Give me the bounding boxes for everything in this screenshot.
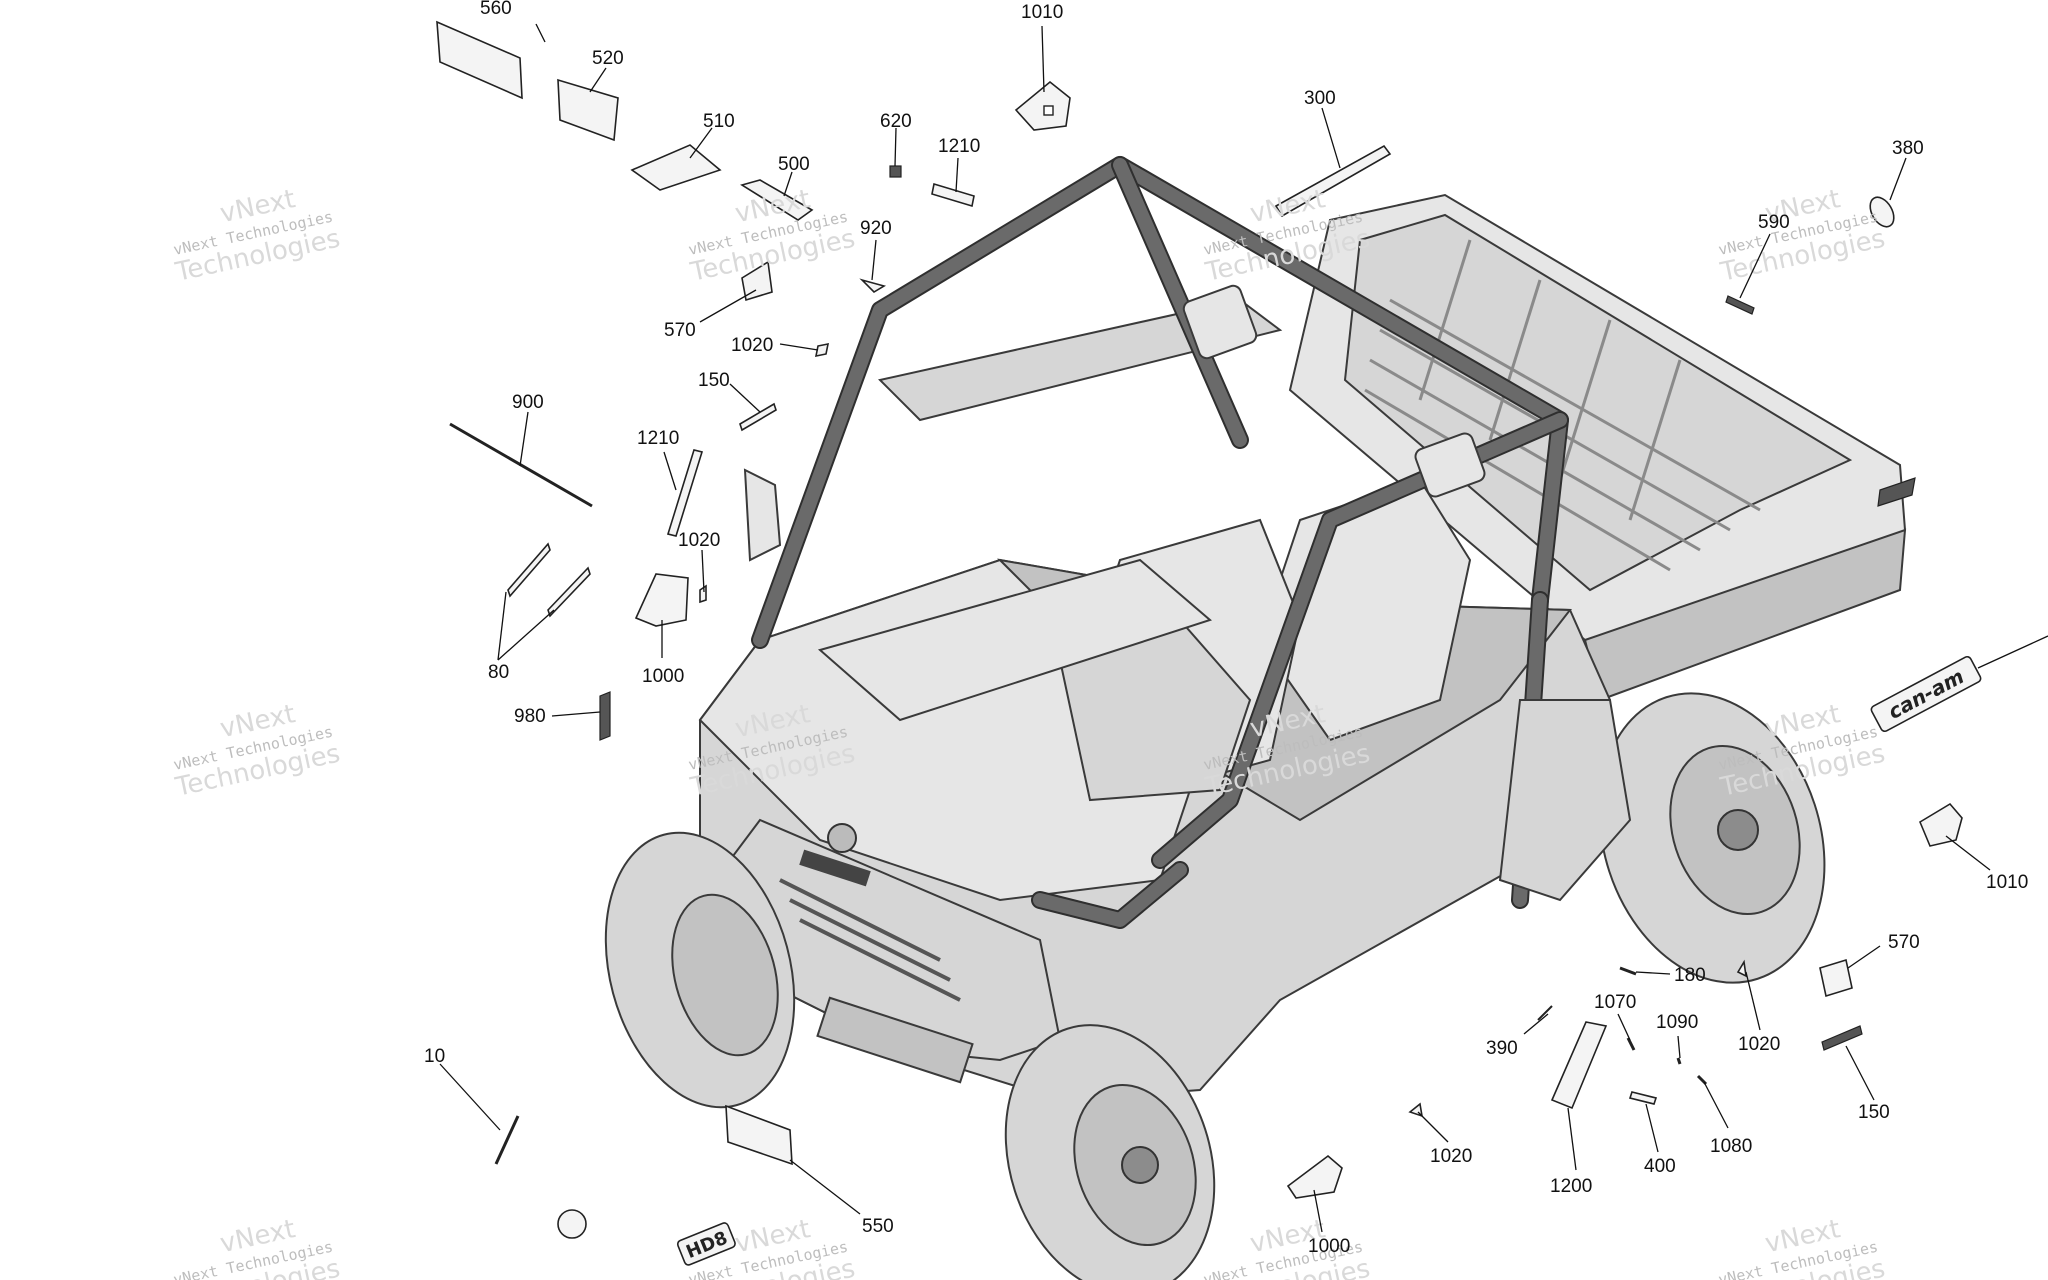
- decal-1020-left: [699, 584, 707, 604]
- callout-400: 400: [1644, 1156, 1676, 1177]
- callout-1200: 1200: [1550, 1176, 1592, 1197]
- callout-500: 500: [778, 154, 810, 175]
- decal-1200: [1550, 1021, 1608, 1110]
- callout-520: 520: [592, 48, 624, 69]
- callout-1070: 1070: [1594, 992, 1636, 1013]
- decal-1090: [1676, 1057, 1682, 1065]
- callout-10: 10: [424, 1046, 445, 1067]
- callout-1020: 1020: [1738, 1034, 1780, 1055]
- callout-590: 590: [1758, 212, 1790, 233]
- decal-900: [449, 422, 593, 508]
- callout-1020: 1020: [678, 530, 720, 551]
- decal-180: [1619, 966, 1637, 976]
- decal-80-b: [547, 566, 591, 618]
- callout-510: 510: [703, 111, 735, 132]
- decal-920: [859, 278, 887, 294]
- decal-550: [725, 1104, 793, 1166]
- decal-400: [1628, 1091, 1658, 1105]
- callout-1090: 1090: [1656, 1012, 1698, 1033]
- callout-1000: 1000: [1308, 1236, 1350, 1257]
- can-am-logo-decal: can-am: [1870, 655, 1982, 733]
- callout-1210: 1210: [637, 428, 679, 449]
- leader-lines: [439, 23, 2048, 1233]
- round-emblem-decal: [557, 1209, 587, 1239]
- decal-500: [740, 179, 814, 221]
- callout-1020: 1020: [1430, 1146, 1472, 1167]
- decal-300: [1274, 144, 1392, 218]
- callout-180: 180: [1674, 965, 1706, 986]
- callout-560: 560: [480, 0, 512, 19]
- decal-150-top: [739, 402, 777, 432]
- callout-1080: 1080: [1710, 1136, 1752, 1157]
- decal-150-right: [1821, 1025, 1863, 1051]
- callout-550: 550: [862, 1216, 894, 1237]
- callout-1010: 1010: [1986, 872, 2028, 893]
- decal-570-top: [741, 260, 773, 302]
- utv-vehicle-illustration: [604, 156, 1916, 1280]
- callout-380: 380: [1892, 138, 1924, 159]
- decal-590: [1725, 295, 1755, 315]
- roll-cage: [751, 156, 1569, 929]
- callout-80: 80: [488, 662, 509, 683]
- decal-380: [1869, 196, 1895, 228]
- callout-300: 300: [1304, 88, 1336, 109]
- callout-570: 570: [1888, 932, 1920, 953]
- callout-980: 980: [514, 706, 546, 727]
- decal-510: [630, 144, 722, 191]
- decal-1210-left: [666, 449, 704, 537]
- callout-1010: 1010: [1021, 2, 1063, 23]
- decal-1000-left: [634, 573, 689, 627]
- decal-620: [889, 165, 902, 178]
- hd-badge-decal: HD8: [676, 1222, 736, 1266]
- callout-1210: 1210: [938, 136, 980, 157]
- decal-980: [599, 691, 611, 741]
- decal-10: [494, 1115, 520, 1165]
- callout-150: 150: [1858, 1102, 1890, 1123]
- decal-570-right: [1819, 958, 1853, 998]
- decal-1070: [1626, 1037, 1636, 1051]
- decal-80-a: [507, 542, 551, 598]
- callout-150: 150: [698, 370, 730, 391]
- callout-1020: 1020: [731, 335, 773, 356]
- decal-390: [1537, 1005, 1553, 1021]
- decal-1010-top: [1014, 80, 1071, 131]
- callout-900: 900: [512, 392, 544, 413]
- decal-1020-right: [1736, 959, 1748, 978]
- decal-1210-top: [931, 182, 975, 208]
- decal-1020-top: [814, 342, 830, 358]
- decal-1000-bottom: [1286, 1154, 1343, 1199]
- decal-520: [557, 78, 619, 142]
- callout-390: 390: [1486, 1038, 1518, 1059]
- decal-1010-right: [1918, 802, 1963, 847]
- callout-920: 920: [860, 218, 892, 239]
- callout-620: 620: [880, 111, 912, 132]
- callout-1000: 1000: [642, 666, 684, 687]
- decal-560: [436, 20, 523, 100]
- callout-labels: 560 520 510 500 620 1010 1210 300 380 59…: [424, 0, 2028, 1257]
- callout-570: 570: [664, 320, 696, 341]
